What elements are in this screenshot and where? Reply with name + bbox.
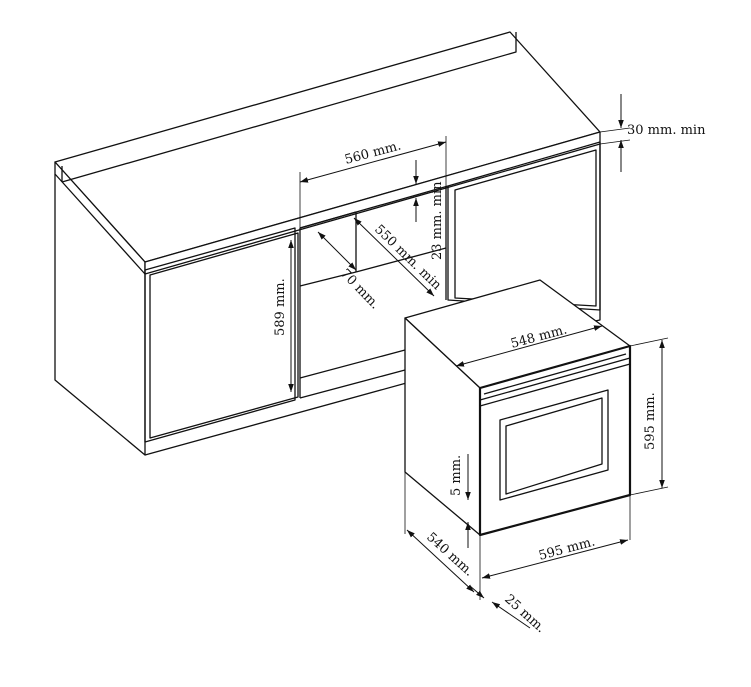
label-cutout-height: 589 mm. bbox=[273, 278, 288, 336]
oven-door-window bbox=[499, 389, 609, 501]
dimension-lines bbox=[288, 94, 669, 629]
label-top-clearance: 30 mm. min bbox=[627, 123, 706, 138]
left-door bbox=[144, 227, 299, 443]
right-door bbox=[447, 141, 601, 311]
built-in-oven bbox=[404, 279, 632, 537]
label-front-thickness: 25 mm. bbox=[501, 592, 548, 636]
label-back-gap: 23 mm. min bbox=[430, 181, 445, 260]
label-oven-height: 595 mm. bbox=[643, 392, 658, 450]
label-back-offset: 70 mm. bbox=[337, 266, 382, 312]
label-oven-width: 595 mm. bbox=[537, 534, 597, 563]
label-bottom-gap: 5 mm. bbox=[449, 455, 464, 496]
countertop bbox=[54, 31, 601, 275]
